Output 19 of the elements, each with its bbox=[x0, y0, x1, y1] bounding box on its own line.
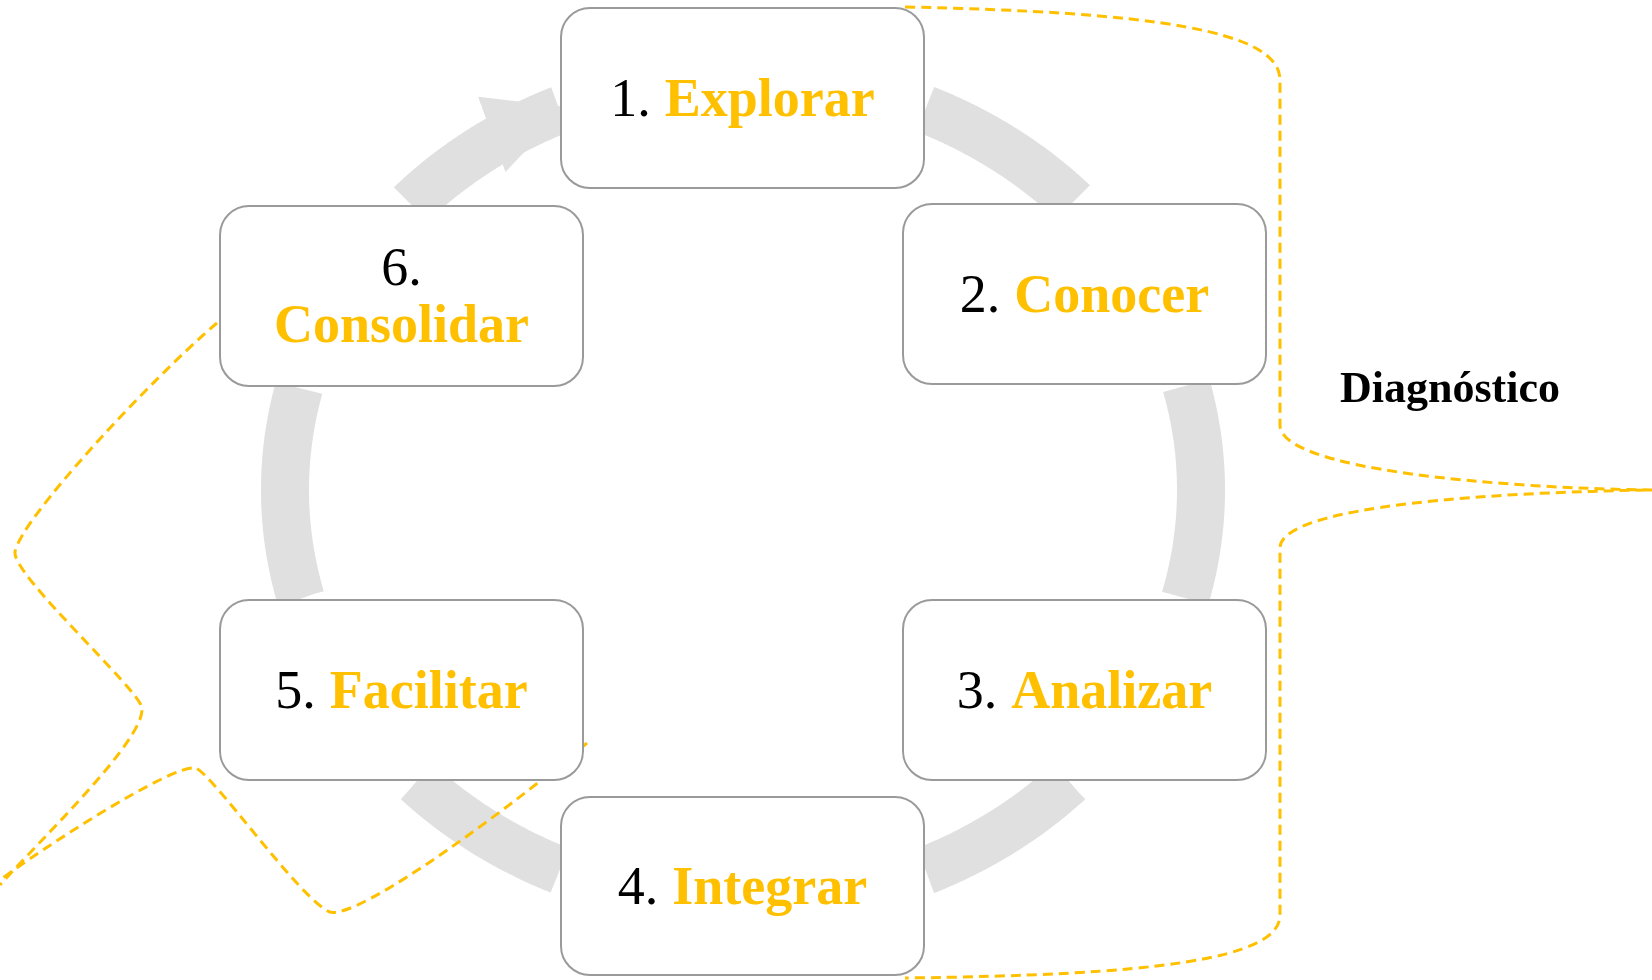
step-name: Integrar bbox=[672, 857, 868, 915]
step-number: 4. bbox=[617, 857, 659, 915]
step-box bbox=[902, 599, 1267, 781]
step-box bbox=[219, 599, 584, 781]
step-number: 1. bbox=[610, 69, 651, 127]
step-number: 2. bbox=[959, 265, 1001, 323]
step-box bbox=[219, 205, 584, 387]
bracket-label: Diagnóstico bbox=[1340, 362, 1560, 413]
step-name: Consolidar bbox=[273, 296, 530, 353]
step-name: Explorar bbox=[664, 69, 875, 127]
step-number: 3. bbox=[956, 661, 998, 719]
step-number: 6. bbox=[381, 239, 422, 296]
step-box bbox=[560, 7, 925, 189]
step-name: Conocer bbox=[1014, 265, 1210, 323]
step-name: Analizar bbox=[1011, 661, 1213, 719]
step-name: Facilitar bbox=[329, 661, 528, 719]
step-number: 5. bbox=[275, 661, 316, 719]
step-box bbox=[902, 203, 1267, 385]
step-box bbox=[560, 796, 925, 976]
